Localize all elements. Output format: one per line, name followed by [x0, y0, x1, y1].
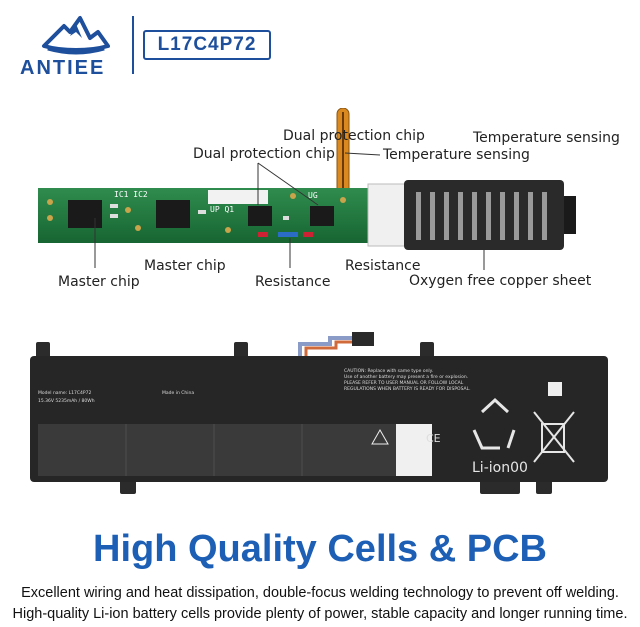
brand-name: ANTIEE	[20, 57, 106, 79]
pcb-board: IC1 IC2 UP Q1 UG	[38, 180, 576, 250]
battery-pack: CE Model name: L17C4P72 15.36V 5235mAh /…	[30, 332, 608, 494]
description-line-2: High-quality Li-ion battery cells provid…	[12, 606, 628, 622]
headline: High Quality Cells & PCB	[93, 528, 547, 570]
model-number: L17C4P72	[143, 30, 271, 60]
label-dual-protection-back: Dual protection chip	[283, 128, 425, 144]
pcb-silk-up: UP Q1	[210, 205, 234, 214]
header-divider	[132, 16, 134, 74]
battery-caution-1: CAUTION: Replace with same type only.	[344, 368, 433, 374]
battery-caution-2: Use of another battery may present a fir…	[344, 374, 468, 380]
label-master-chip-back: Master chip	[58, 274, 140, 290]
svg-text:CE: CE	[426, 432, 441, 445]
label-temp-sensing-back: Temperature sensing	[473, 130, 620, 146]
temperature-sensor-wire	[336, 108, 350, 200]
pcb-silk-ic: IC1 IC2	[114, 190, 148, 199]
battery-rating-text: 15.36V 5235mAh / 80Wh	[38, 398, 95, 404]
label-dual-protection-front: Dual protection chip	[193, 146, 335, 162]
battery-made-in: Made in China	[162, 390, 194, 396]
battery-caution-4: REGULATIONS WHEN BATTERY IS READY FOR DI…	[344, 386, 471, 392]
li-ion-mark: Li-ion00	[472, 460, 528, 476]
description-line-1: Excellent wiring and heat dissipation, d…	[21, 585, 619, 601]
label-copper-sheet: Oxygen free copper sheet	[409, 273, 592, 289]
label-resistance-front: Resistance	[345, 258, 421, 274]
label-temp-sensing-front: Temperature sensing	[383, 147, 530, 163]
battery-model-text: Model name: L17C4P72	[38, 390, 91, 396]
pcb-silk-ug: UG	[308, 191, 318, 200]
mountain-logo-icon	[42, 16, 110, 55]
callout-lines	[94, 152, 485, 270]
label-resistance-back: Resistance	[255, 274, 331, 290]
battery-caution-3: PLEASE REFER TO USER MANUAL OR FOLLOW LO…	[344, 380, 464, 386]
recycle-mark-icon	[403, 429, 417, 443]
label-master-chip-front: Master chip	[144, 258, 226, 274]
